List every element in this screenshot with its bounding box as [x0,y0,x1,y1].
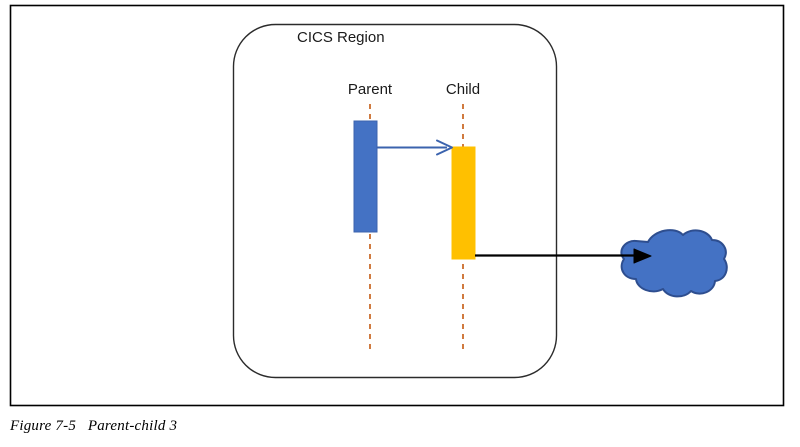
figure-caption: Figure 7-5 Parent-child 3 [10,418,178,434]
network-cloud [620,229,728,298]
cics-region-boundary [232,23,558,379]
child-activation-bar [451,146,476,260]
child-label: Child [445,81,481,98]
parent-to-child-arrow [377,139,453,156]
parent-label: Parent [347,81,393,98]
cics-region-label: CICS Region [297,29,385,46]
parent-activation-bar [353,120,378,233]
child-to-cloud-arrow [475,248,652,264]
